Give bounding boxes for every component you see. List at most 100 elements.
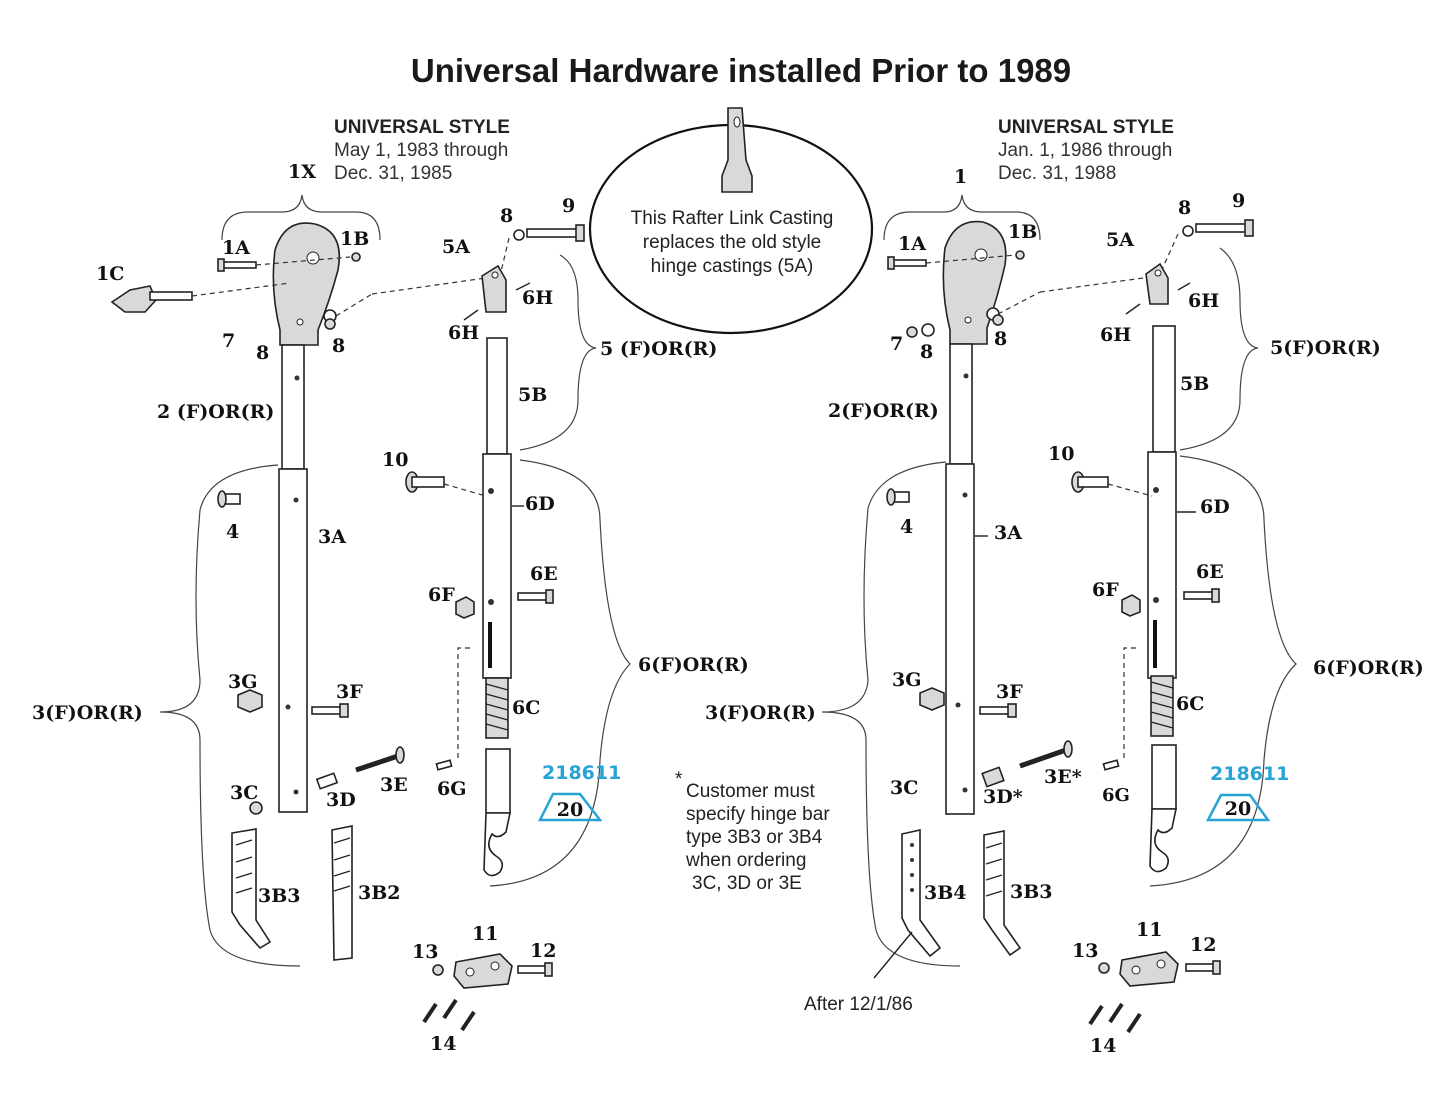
label-1A: 1A	[222, 237, 250, 259]
spring-6c	[485, 677, 509, 739]
bracket-11	[1119, 951, 1179, 987]
note-line1: Customer must	[686, 781, 816, 802]
label-13: 13	[1072, 940, 1098, 962]
label-6H-b: 6H	[1100, 324, 1131, 346]
label-6F: 6F	[1092, 579, 1119, 601]
hinge-bar-3b3	[983, 830, 1022, 957]
bolt-12	[1185, 960, 1221, 975]
label-3G: 3G	[892, 669, 921, 691]
left-style-header: UNIVERSAL STYLE	[334, 117, 510, 138]
nut-13	[432, 964, 444, 976]
nut-3g	[919, 687, 945, 711]
quantity-20: 20	[557, 799, 583, 821]
label-5A: 5A	[442, 236, 470, 258]
pin-6g	[435, 759, 453, 771]
label-6H-a: 6H	[522, 287, 553, 309]
label-6G: 6G	[437, 778, 466, 800]
bolt-1a	[217, 258, 257, 272]
label-3E: 3E*	[1044, 766, 1082, 788]
label-2: 2(F)OR(R)	[828, 400, 939, 422]
label-11: 11	[1136, 919, 1162, 941]
right-date-line2: Dec. 31, 1988	[998, 163, 1116, 184]
label-6H-b: 6H	[448, 322, 479, 344]
upper-bar-2	[949, 343, 973, 465]
pin-4	[217, 490, 241, 508]
label-1C: 1C	[96, 263, 124, 285]
part-number-218611: 218611	[1210, 763, 1289, 785]
bolt-6e	[1183, 588, 1220, 603]
bolt-3e	[1019, 740, 1073, 769]
hinge-bar-3b2	[331, 825, 353, 961]
label-5FR: 5 (F)OR(R)	[600, 338, 717, 360]
bolt-9	[1195, 219, 1254, 237]
label-6C: 6C	[512, 697, 540, 719]
label-4: 4	[226, 521, 239, 543]
nut-6f	[1121, 594, 1141, 617]
upper-bar-2	[281, 344, 305, 470]
left-date-line1: May 1, 1983 through	[334, 140, 508, 161]
bolt-1a	[887, 256, 927, 270]
bolt-3f	[979, 703, 1017, 718]
label-3D: 3D	[326, 789, 356, 811]
label-8a: 8	[256, 342, 269, 364]
quantity-badge	[1205, 793, 1271, 822]
lower-bar-3a	[278, 468, 308, 813]
pin-4	[886, 488, 910, 506]
after-date-note: After 12/1/86	[804, 994, 913, 1015]
label-3B2: 3B2	[358, 882, 401, 904]
label-8b: 8	[332, 335, 345, 357]
label-8a: 8	[920, 341, 933, 363]
label-3F: 3F	[336, 681, 363, 703]
label-1: 1	[954, 166, 967, 188]
nut-6f	[455, 596, 475, 619]
part-number-218611: 218611	[542, 762, 621, 784]
label-7: 7	[890, 333, 903, 355]
label-6D: 6D	[1200, 496, 1230, 518]
right-date-line1: Jan. 1, 1986 through	[998, 140, 1172, 161]
label-7: 7	[222, 330, 235, 352]
lower-bar-3a	[945, 463, 975, 815]
label-9: 9	[1232, 190, 1245, 212]
label-5B: 5B	[1180, 373, 1209, 395]
label-8b: 8	[994, 328, 1007, 350]
label-2: 2 (F)OR(R)	[157, 401, 274, 423]
screws-14	[1088, 1002, 1142, 1034]
nut-1b	[1015, 250, 1025, 260]
left-assembly: 1X 1A 1B 1C 7 8 8	[32, 161, 749, 1055]
label-6C: 6C	[1176, 693, 1204, 715]
note-line2: specify hinge bar	[686, 804, 830, 825]
label-6G: 6G	[1102, 785, 1130, 806]
nut-1b	[351, 252, 361, 262]
label-1A: 1A	[898, 233, 926, 255]
washer-8-top	[1182, 225, 1194, 237]
label-6F: 6F	[428, 584, 455, 606]
label-3G: 3G	[228, 671, 257, 693]
brace-6	[1149, 455, 1297, 887]
bolt-12	[517, 962, 553, 977]
spring-6c	[1150, 675, 1174, 737]
pull-pin-10	[405, 471, 445, 493]
nut-7	[906, 326, 918, 338]
label-6D: 6D	[525, 493, 555, 515]
label-3B4: 3B4	[924, 882, 967, 904]
right-style-header: UNIVERSAL STYLE	[998, 117, 1174, 138]
label-3FR: 3(F)OR(R)	[32, 702, 143, 724]
hinge-casting-5a	[481, 264, 507, 313]
rafter-link-5a	[1145, 262, 1169, 305]
label-6FR: 6(F)OR(R)	[638, 654, 749, 676]
label-12: 12	[530, 940, 556, 962]
bolt-3e	[355, 746, 405, 773]
label-1B: 1B	[340, 228, 369, 250]
label-6H-a: 6H	[1188, 290, 1219, 312]
note-star: *	[675, 769, 683, 790]
label-8c: 8	[500, 205, 513, 227]
bolt-9	[526, 224, 585, 242]
brace-1x	[221, 194, 381, 241]
label-5B: 5B	[518, 384, 547, 406]
label-3B3: 3B3	[258, 885, 301, 907]
brace-3	[821, 461, 961, 967]
spacer-3d	[315, 772, 339, 790]
hook-end	[483, 748, 511, 877]
label-10: 10	[382, 449, 408, 471]
